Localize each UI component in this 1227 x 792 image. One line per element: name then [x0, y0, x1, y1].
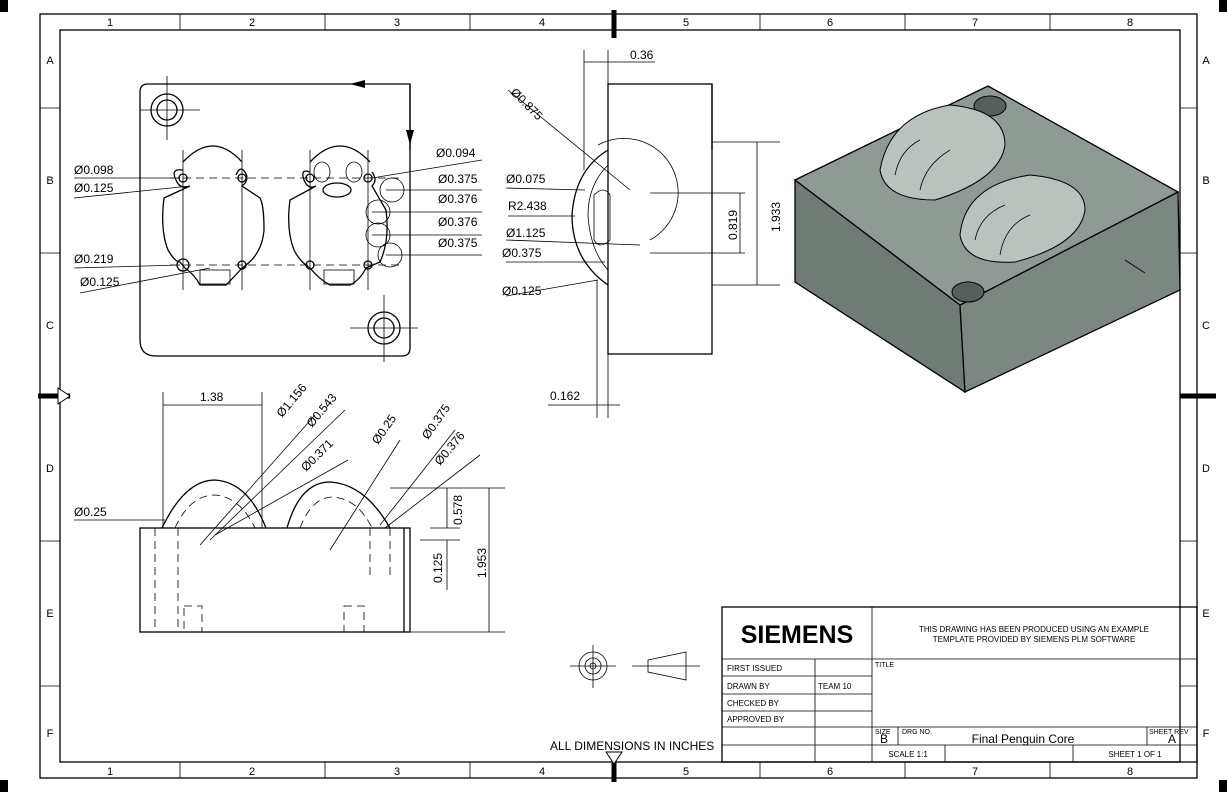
row-label: F — [47, 728, 54, 740]
scale-label: SCALE 1:1 — [888, 750, 928, 759]
title-block: SIEMENS THIS DRAWING HAS BEEN PRODUCED U… — [721, 606, 1198, 763]
col-label: 5 — [683, 766, 689, 778]
dimension-label: Ø0.25 — [74, 505, 107, 519]
side-view: 0.36 Ø0.875 Ø0.075 R2.438 Ø1.125 Ø0.375 … — [502, 48, 783, 418]
row-label: D — [46, 463, 54, 475]
dimension-label: 0.125 — [431, 553, 445, 583]
sheet-rev-label: SHEET REV — [1149, 729, 1189, 736]
corner-mark — [1219, 0, 1227, 12]
dimension-label: Ø0.25 — [369, 412, 399, 447]
row-label: B — [1202, 175, 1209, 187]
dimension-label: Ø0.075 — [506, 172, 546, 186]
row-label: A — [46, 55, 54, 67]
drg-no-label: DRG NO. — [902, 729, 932, 736]
row-label: E — [1202, 608, 1209, 620]
front-view: 1.38 Ø1.156 Ø0.543 Ø0.371 Ø0.25 Ø0.375 Ø… — [74, 381, 505, 633]
dimension-label: Ø1.125 — [506, 226, 546, 240]
dimension-label: Ø0.875 — [508, 85, 546, 123]
dimension-label: Ø0.375 — [419, 401, 453, 442]
dimension-label: 1.38 — [200, 390, 224, 404]
row-label: C — [46, 320, 54, 332]
corner-mark — [0, 0, 8, 12]
row-label: A — [1202, 55, 1210, 67]
col-label: 8 — [1127, 766, 1133, 778]
drawn-by-value: TEAM 10 — [818, 682, 852, 691]
col-label: 3 — [394, 17, 400, 29]
size-label: SIZE — [875, 729, 891, 736]
dimension-label: Ø0.375 — [438, 236, 478, 250]
dimension-label: Ø0.376 — [438, 215, 478, 229]
sheet-count: SHEET 1 OF 1 — [1108, 750, 1162, 759]
isometric-view — [793, 85, 1181, 394]
dimension-label: Ø0.098 — [74, 163, 114, 177]
col-label: 6 — [827, 766, 833, 778]
sheet-border — [38, 10, 1216, 782]
template-note: THIS DRAWING HAS BEEN PRODUCED USING AN … — [919, 625, 1149, 634]
dimension-label: Ø0.371 — [298, 436, 336, 474]
units-note: ALL DIMENSIONS IN INCHES — [550, 739, 714, 753]
dimension-label: Ø0.094 — [436, 146, 476, 160]
dimension-label: R2.438 — [508, 199, 547, 213]
top-view: Ø0.098 Ø0.125 Ø0.219 Ø0.125 Ø0.094 Ø0.37… — [73, 76, 483, 362]
dimension-label: Ø0.376 — [432, 429, 468, 468]
col-label: 5 — [683, 17, 689, 29]
drawn-by-label: DRAWN BY — [727, 682, 770, 691]
first-issued-label: FIRST ISSUED — [727, 664, 782, 673]
dimension-label: Ø0.375 — [502, 246, 542, 260]
col-label: 4 — [539, 766, 545, 778]
zone-labels: 1 2 3 4 5 6 7 8 1 2 3 4 5 6 B 7 8 A B C … — [46, 17, 1210, 778]
drawing-number: Final Penguin Core — [972, 732, 1075, 746]
row-label: B — [46, 175, 53, 187]
row-label: C — [1202, 320, 1210, 332]
approved-by-label: APPROVED BY — [727, 715, 785, 724]
col-label: 3 — [394, 766, 400, 778]
col-label: 2 — [249, 17, 255, 29]
dimension-label: 1.953 — [475, 548, 489, 578]
col-label: 8 — [1127, 17, 1133, 29]
col-label: 7 — [972, 766, 978, 778]
size-value: B — [880, 732, 888, 746]
corner-mark — [0, 780, 8, 792]
projection-symbol-icon — [570, 645, 700, 688]
siemens-logo: SIEMENS — [741, 621, 854, 649]
corner-mark — [1219, 780, 1227, 792]
dimension-label: Ø0.125 — [80, 275, 120, 289]
sheet-rev-value: A — [1168, 732, 1176, 746]
dimension-label: Ø1.156 — [274, 381, 310, 420]
checked-by-label: CHECKED BY — [727, 699, 780, 708]
dimension-label: 0.819 — [726, 210, 740, 240]
col-label: 1 — [107, 17, 113, 29]
col-label: 1 — [107, 766, 113, 778]
dimension-label: 0.162 — [550, 389, 580, 403]
top-view-dimension-labels: Ø0.098 Ø0.125 Ø0.219 Ø0.125 Ø0.094 Ø0.37… — [74, 146, 478, 289]
row-label: F — [1203, 728, 1210, 740]
dimension-label: Ø0.219 — [74, 252, 114, 266]
template-note: TEMPLATE PROVIDED BY SIEMENS PLM SOFTWAR… — [933, 635, 1136, 644]
dimension-label: Ø0.125 — [502, 284, 542, 298]
dimension-label: Ø0.543 — [304, 391, 340, 430]
row-label: E — [46, 608, 53, 620]
dimension-label: Ø0.376 — [438, 192, 478, 206]
dimension-label: 1.933 — [769, 202, 783, 232]
dimension-label: 0.36 — [630, 48, 654, 62]
dimension-label: 0.578 — [451, 495, 465, 525]
col-label: 7 — [972, 17, 978, 29]
row-label: D — [1202, 463, 1210, 475]
col-label: 6 — [827, 17, 833, 29]
col-label: 4 — [539, 17, 545, 29]
title-label: TITLE — [875, 662, 894, 669]
col-label: 2 — [249, 766, 255, 778]
dimension-label: Ø0.375 — [438, 172, 478, 186]
dimension-label: Ø0.125 — [74, 181, 114, 195]
